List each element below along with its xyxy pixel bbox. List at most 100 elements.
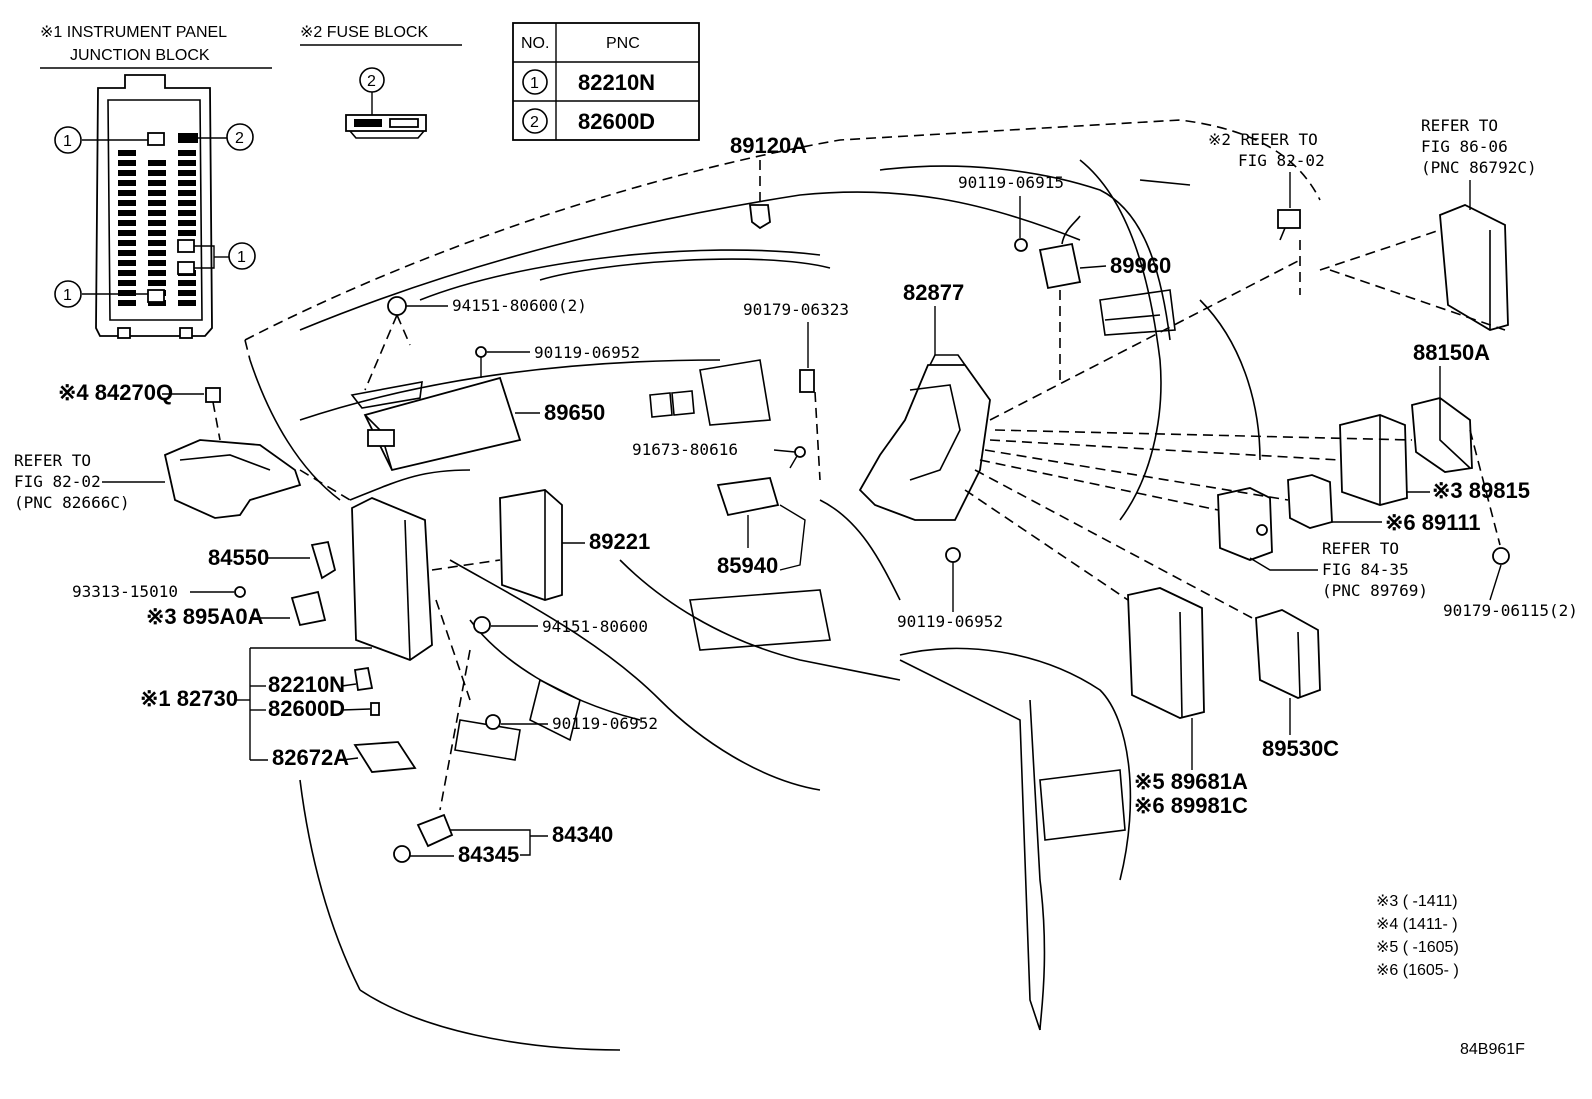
fuse-slot bbox=[118, 250, 136, 256]
fuse-slot bbox=[118, 300, 136, 306]
label-88150A: 88150A bbox=[1413, 340, 1490, 365]
fuse-slot bbox=[118, 260, 136, 266]
label-89111: ※6 89111 bbox=[1385, 510, 1481, 535]
fuse-slot bbox=[118, 220, 136, 226]
ref-82-02-left-line2: FIG 82-02 bbox=[14, 472, 101, 491]
fuse-slot bbox=[178, 180, 196, 186]
fuse-slot bbox=[148, 250, 166, 256]
fuse-header: ※2 FUSE BLOCK bbox=[300, 24, 428, 41]
label-82730: ※1 82730 bbox=[140, 686, 238, 711]
note-5: ※5 ( -1605) bbox=[1376, 939, 1459, 956]
fuse-slot bbox=[118, 180, 136, 186]
fuse-slot bbox=[148, 240, 166, 246]
fuse-slot bbox=[148, 230, 166, 236]
fuse-slot bbox=[148, 170, 166, 176]
assembly-lines bbox=[212, 229, 1506, 811]
ref-84-35-line1: REFER TO bbox=[1322, 539, 1399, 558]
ref-86-06-line3: (PNC 86792C) bbox=[1421, 158, 1537, 177]
fuse-slot bbox=[178, 220, 196, 226]
label-89681A: ※5 89681A bbox=[1134, 769, 1248, 794]
label-89120A: 89120A bbox=[730, 133, 807, 158]
pnc-row2-pnc: 82600D bbox=[578, 109, 655, 134]
label-84340: 84340 bbox=[552, 822, 613, 847]
callout-2 bbox=[226, 123, 254, 151]
fuse-slot bbox=[148, 270, 166, 276]
fuse-slot bbox=[178, 200, 196, 206]
dashboard-outline bbox=[244, 119, 1321, 1051]
label-84270Q: ※4 84270Q bbox=[58, 380, 173, 405]
junction-header-line2: JUNCTION BLOCK bbox=[70, 47, 210, 64]
callout-1-top-label: 1 bbox=[63, 133, 72, 150]
fuse-slot bbox=[148, 180, 166, 186]
ref-82-02-left-line3: (PNC 82666C) bbox=[14, 493, 130, 512]
fuse-slot bbox=[118, 210, 136, 216]
fuse-slot bbox=[178, 190, 196, 196]
label-82600D: 82600D bbox=[268, 696, 345, 721]
fuse-slot bbox=[148, 160, 166, 166]
fuse-slot bbox=[148, 200, 166, 206]
fuse-slot bbox=[118, 290, 136, 296]
callout-1-right bbox=[228, 242, 256, 270]
fuse-callout-2-label: 2 bbox=[367, 73, 376, 90]
label-89650: 89650 bbox=[544, 400, 605, 425]
callout-1-bottom-label: 1 bbox=[63, 287, 72, 304]
pnc-row2-no: 2 bbox=[530, 114, 539, 131]
note-3: ※3 ( -1411) bbox=[1376, 893, 1458, 910]
label-82877: 82877 bbox=[903, 280, 964, 305]
ref-82-02-top-line2: FIG 82-02 bbox=[1238, 151, 1325, 170]
label-90119-06952-b: 90119-06952 bbox=[897, 612, 1003, 631]
fuse-slot bbox=[148, 190, 166, 196]
fuse-slot bbox=[118, 200, 136, 206]
fuse-slot bbox=[118, 150, 136, 156]
part-labels: 89120A 90119-06915 89960 82877 94151-806… bbox=[58, 133, 1578, 867]
fuse-slot bbox=[148, 210, 166, 216]
fuse-slot bbox=[148, 300, 166, 306]
junction-block-inset: ※1 INSTRUMENT PANEL JUNCTION BLOCK 1 2 1… bbox=[40, 24, 272, 339]
label-89981C: ※6 89981C bbox=[1134, 793, 1248, 818]
fuse-slot bbox=[148, 280, 166, 286]
label-89530C: 89530C bbox=[1262, 736, 1339, 761]
label-90179-06115-2: 90179-06115(2) bbox=[1443, 601, 1578, 620]
label-89960: 89960 bbox=[1110, 253, 1171, 278]
ref-82-02-left-line1: REFER TO bbox=[14, 451, 91, 470]
ref-84-35-line2: FIG 84-35 bbox=[1322, 560, 1409, 579]
fuse-slot bbox=[178, 300, 196, 306]
fuse-slot bbox=[178, 210, 196, 216]
label-89221: 89221 bbox=[589, 529, 650, 554]
fuse-slot bbox=[178, 290, 196, 296]
fuse-slot bbox=[118, 230, 136, 236]
callout-1-bottom bbox=[54, 280, 82, 308]
label-82210N: 82210N bbox=[268, 672, 345, 697]
ref-84-35-line3: (PNC 89769) bbox=[1322, 581, 1428, 600]
part-shapes bbox=[163, 160, 1510, 863]
note-6: ※6 (1605- ) bbox=[1376, 962, 1459, 979]
fuse-slot bbox=[178, 160, 196, 166]
label-85940: 85940 bbox=[717, 553, 778, 578]
fuse-slot bbox=[118, 160, 136, 166]
label-93313-15010: 93313-15010 bbox=[72, 582, 178, 601]
fuse-slot bbox=[118, 270, 136, 276]
label-895A0A: ※3 895A0A bbox=[146, 604, 264, 629]
fuse-slot bbox=[118, 170, 136, 176]
label-90119-06915: 90119-06915 bbox=[958, 173, 1064, 192]
ref-82-02-top-line1: ※2 REFER TO bbox=[1208, 130, 1318, 149]
pnc-row1-no: 1 bbox=[530, 75, 539, 92]
fuse-slot bbox=[178, 280, 196, 286]
pnc-row1-pnc: 82210N bbox=[578, 70, 655, 95]
label-91673-80616: 91673-80616 bbox=[632, 440, 738, 459]
callout-1-top bbox=[54, 126, 82, 154]
label-90119-06952-c: 90119-06952 bbox=[552, 714, 658, 733]
fuse-slot bbox=[178, 230, 196, 236]
fuse-slot bbox=[178, 150, 196, 156]
reference-notes: ※2 REFER TO FIG 82-02 REFER TO FIG 86-06… bbox=[14, 116, 1537, 512]
pnc-table-col-pnc: PNC bbox=[606, 35, 640, 52]
fuse-slot bbox=[178, 170, 196, 176]
label-89815: ※3 89815 bbox=[1432, 478, 1530, 503]
ref-86-06-line1: REFER TO bbox=[1421, 116, 1498, 135]
fuse-slot bbox=[148, 220, 166, 226]
callout-1-right-label: 1 bbox=[237, 249, 246, 266]
fuse-block-inset: ※2 FUSE BLOCK 2 bbox=[300, 24, 462, 139]
ref-86-06-line2: FIG 86-06 bbox=[1421, 137, 1508, 156]
